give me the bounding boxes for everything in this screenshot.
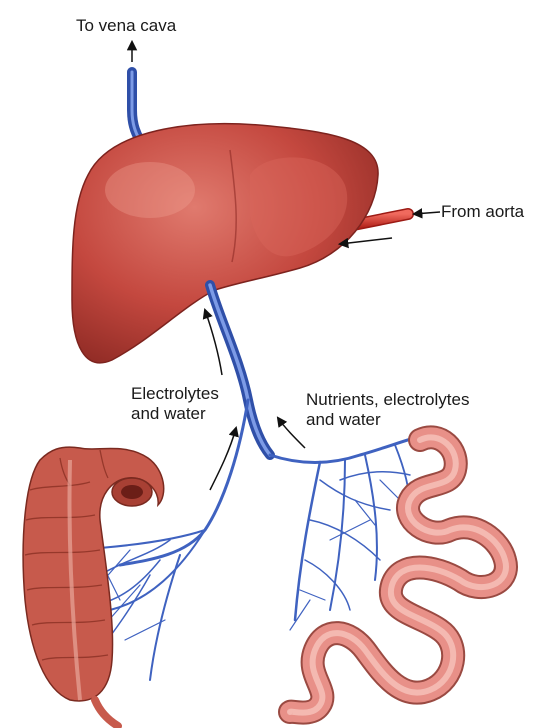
label-electrolytes-and-water: Electrolytes and water (131, 384, 219, 424)
arrow-intestine-flow (278, 418, 305, 448)
label-nutrients-line-2: and water (306, 410, 469, 430)
vena-cava (132, 72, 140, 140)
arrow-from-aorta (414, 212, 440, 214)
label-nutrients-line-1: Nutrients, electrolytes (306, 390, 469, 410)
label-to-vena-cava: To vena cava (76, 16, 176, 36)
small-intestine (290, 437, 506, 712)
label-electrolytes-line-1: Electrolytes (131, 384, 219, 404)
label-electrolytes-line-2: and water (131, 404, 219, 424)
label-nutrients-electrolytes-water: Nutrients, electrolytes and water (306, 390, 469, 430)
colon-veins (95, 400, 248, 680)
arrow-colon-flow (210, 428, 236, 490)
portal-vein (210, 285, 270, 455)
label-from-aorta: From aorta (441, 202, 524, 222)
